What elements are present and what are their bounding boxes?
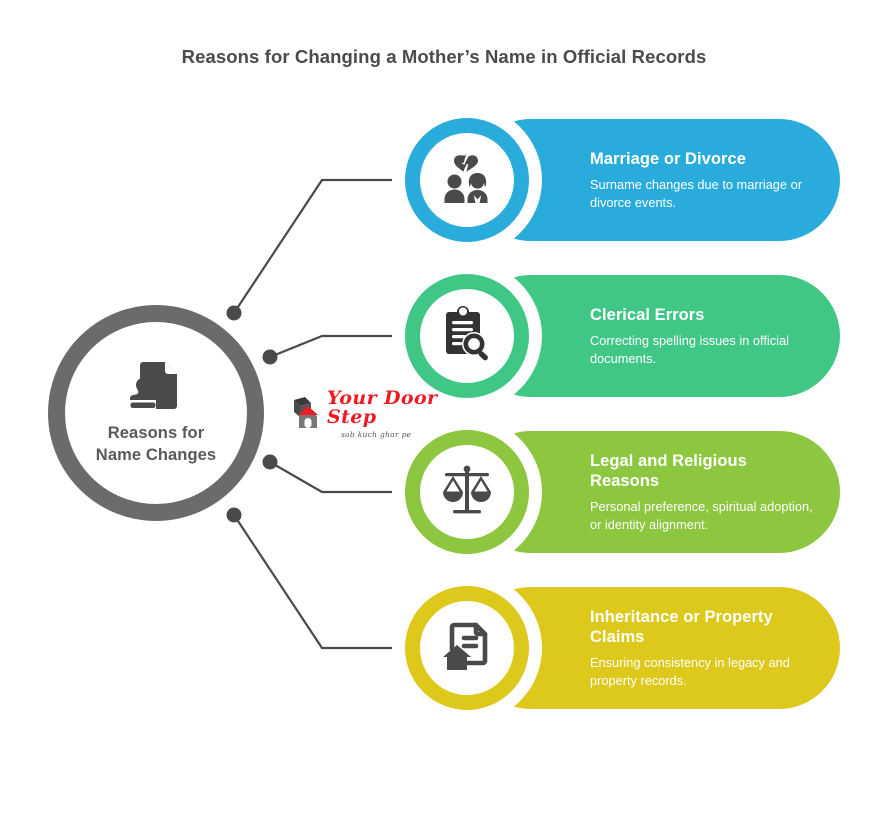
- card-description: Surname changes due to marriage or divor…: [590, 176, 802, 210]
- document-stamp-icon: [127, 360, 185, 417]
- card-description: Personal preference, spiritual adoption,…: [590, 498, 813, 532]
- scales-of-justice-icon: [439, 463, 495, 522]
- icon-ring: [405, 274, 529, 398]
- hub-label-line2: Name Changes: [95, 445, 217, 464]
- hub-label: Reasons for Name Changes: [96, 423, 216, 465]
- card-text: Marriage or Divorce Surname changes due …: [590, 119, 818, 241]
- watermark-logo: Your Door Step sab kuch ghar pe: [290, 387, 450, 440]
- page-title: Reasons for Changing a Mother’s Name in …: [181, 46, 707, 67]
- broken-heart-couple-icon: [439, 151, 495, 210]
- card-marriage-or-divorce[interactable]: Marriage or Divorce Surname changes due …: [392, 105, 840, 255]
- card-heading: Legal and Religious Reasons: [590, 451, 747, 490]
- icon-ring: [405, 430, 529, 554]
- card-text: Clerical Errors Correcting spelling issu…: [590, 275, 818, 397]
- card-clerical-errors[interactable]: Clerical Errors Correcting spelling issu…: [392, 261, 840, 411]
- watermark-brand: Your Door Step: [327, 387, 438, 428]
- card-heading: Inheritance or Property Claims: [590, 607, 773, 646]
- clipboard-magnifier-icon: [440, 305, 494, 367]
- card-heading: Clerical Errors: [590, 305, 705, 324]
- card-text: Legal and Religious Reasons Personal pre…: [590, 431, 818, 553]
- house-logo-icon: [290, 395, 324, 434]
- central-hub: Reasons for Name Changes: [48, 305, 264, 521]
- card-inheritance-or-property-claims[interactable]: Inheritance or Property Claims Ensuring …: [392, 573, 840, 723]
- card-description: Correcting spelling issues in official d…: [590, 332, 789, 366]
- card-text: Inheritance or Property Claims Ensuring …: [590, 587, 818, 709]
- watermark-tagline: sab kuch ghar pe: [341, 430, 412, 439]
- icon-ring: [405, 118, 529, 242]
- icon-ring: [405, 586, 529, 710]
- card-description: Ensuring consistency in legacy and prope…: [590, 654, 790, 688]
- card-heading: Marriage or Divorce: [590, 149, 746, 168]
- watermark-text: Your Door Step sab kuch ghar pe: [327, 387, 450, 440]
- document-house-icon: [440, 619, 494, 678]
- hub-label-line1: Reasons for: [107, 424, 205, 443]
- card-legal-and-religious-reasons[interactable]: Legal and Religious Reasons Personal pre…: [392, 417, 840, 567]
